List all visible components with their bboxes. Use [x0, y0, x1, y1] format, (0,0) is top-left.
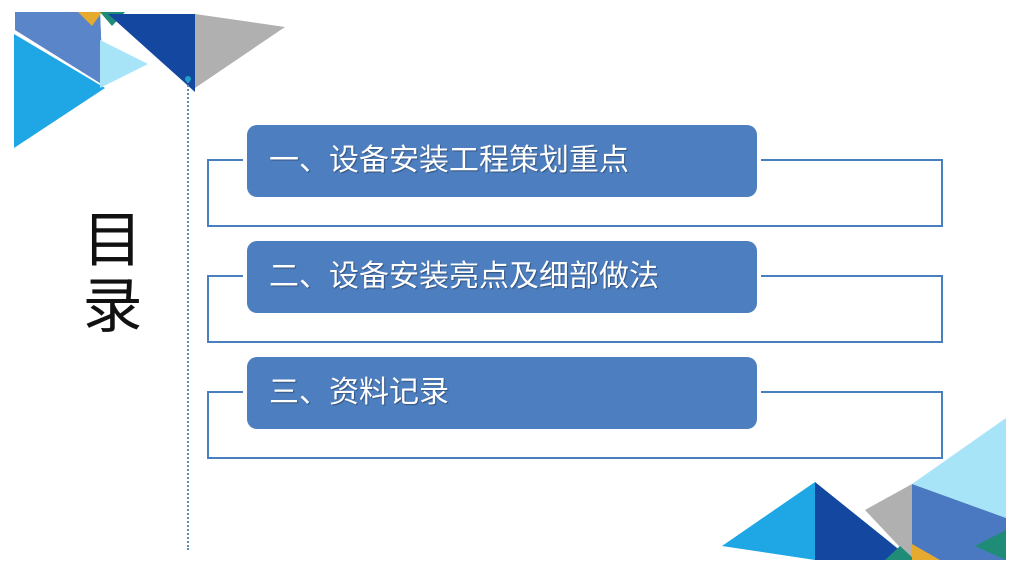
toc-item-label[interactable]: 一、设备安装工程策划重点	[247, 125, 757, 197]
page-title: 目录	[72, 208, 142, 340]
geometric-triangles-top-left-icon	[14, 12, 285, 148]
divider-dot	[185, 76, 191, 82]
toc-item-label[interactable]: 三、资料记录	[247, 357, 757, 429]
vertical-divider	[187, 78, 189, 550]
toc-item-label[interactable]: 二、设备安装亮点及细部做法	[247, 241, 757, 313]
geometric-triangles-bottom-right-icon	[722, 418, 1006, 560]
